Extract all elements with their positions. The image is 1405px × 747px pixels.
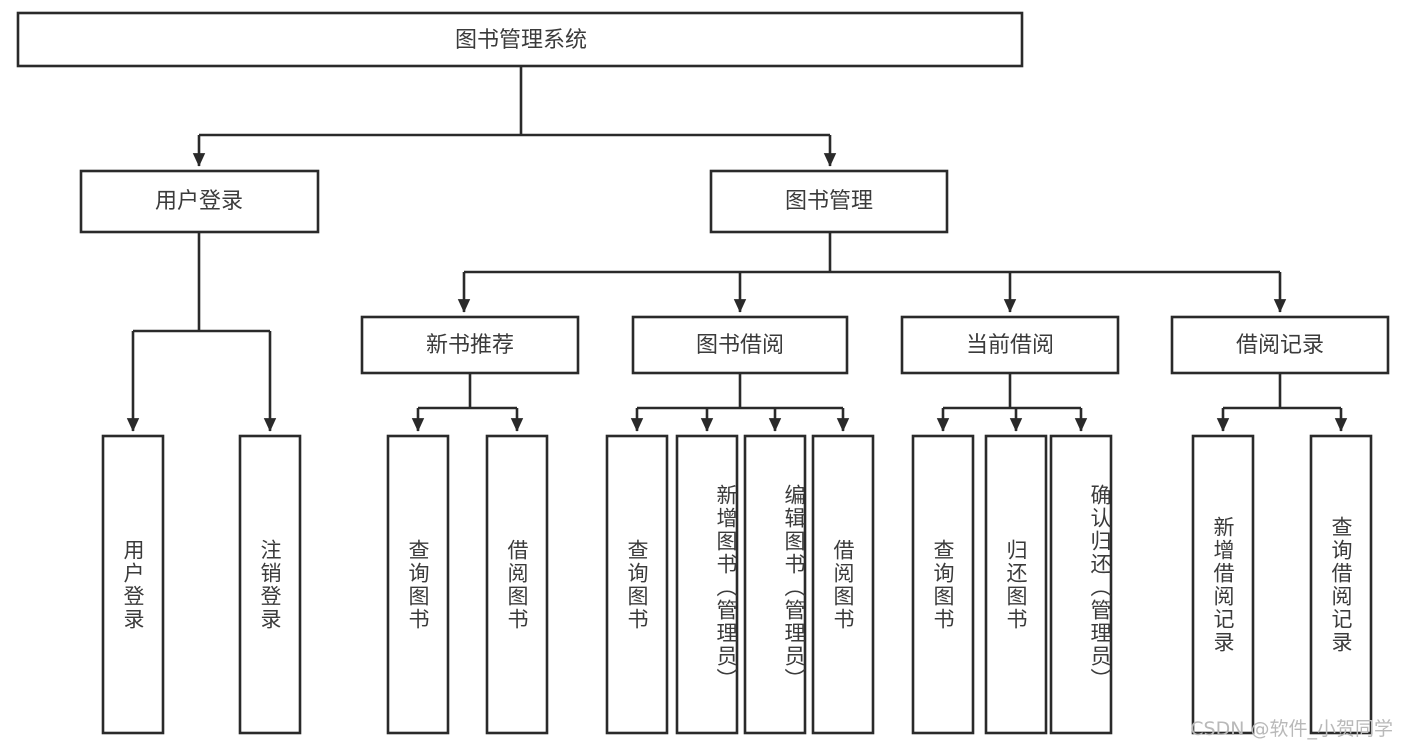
node-leaf-add-borrow-record-box[interactable] [1191,434,1255,735]
node-root-label: 图书管理系统 [455,28,587,53]
node-leaf-return-book-box[interactable] [984,434,1048,735]
node-book-manage-label: 图书管理 [785,189,873,214]
node-new-book-recommend-label: 新书推荐 [426,333,514,358]
node-user-login[interactable]: 用户登录 [79,169,320,234]
node-leaf-edit-book-admin-box[interactable] [743,434,807,735]
node-leaf-query-book-1-box[interactable] [386,434,450,735]
node-leaf-query-book-3-box[interactable] [911,434,975,735]
node-book-borrow-box[interactable] [631,315,849,375]
node-new-book-recommend-box[interactable] [360,315,580,375]
node-current-borrow[interactable]: 当前借阅 [900,315,1120,375]
node-leaf-borrow-book-2-box[interactable] [811,434,875,735]
node-leaf-user-login-box[interactable] [101,434,165,735]
node-root[interactable]: 图书管理系统 [16,11,1024,68]
node-current-borrow-label: 当前借阅 [966,333,1054,358]
node-borrow-record-label: 借阅记录 [1236,333,1324,358]
node-leaf-user-logout-box[interactable] [238,434,302,735]
node-book-manage-box[interactable] [709,169,949,234]
node-book-borrow[interactable]: 图书借阅 [631,315,849,375]
node-book-manage[interactable]: 图书管理 [709,169,949,234]
node-user-login-box[interactable] [79,169,320,234]
node-borrow-record-box[interactable] [1170,315,1390,375]
node-leaf-query-book-2-box[interactable] [605,434,669,735]
node-user-login-label: 用户登录 [155,189,243,214]
csdn-watermark: CSDN @软件_小贺同学 [1190,718,1393,740]
node-leaf-borrow-book-1-box[interactable] [485,434,549,735]
node-current-borrow-box[interactable] [900,315,1120,375]
node-leaf-query-borrow-record-box[interactable] [1309,434,1373,735]
node-borrow-record[interactable]: 借阅记录 [1170,315,1390,375]
node-book-borrow-label: 图书借阅 [696,333,784,358]
node-leaf-add-book-admin-box[interactable] [675,434,739,735]
nodes-layer: 图书管理系统 用户登录 图书管理 新书推荐 图书借阅 [16,11,1390,735]
node-root-box[interactable] [16,11,1024,68]
edges-layer [126,66,1348,432]
node-leaf-confirm-return-admin-box[interactable] [1049,434,1113,735]
node-new-book-recommend[interactable]: 新书推荐 [360,315,580,375]
